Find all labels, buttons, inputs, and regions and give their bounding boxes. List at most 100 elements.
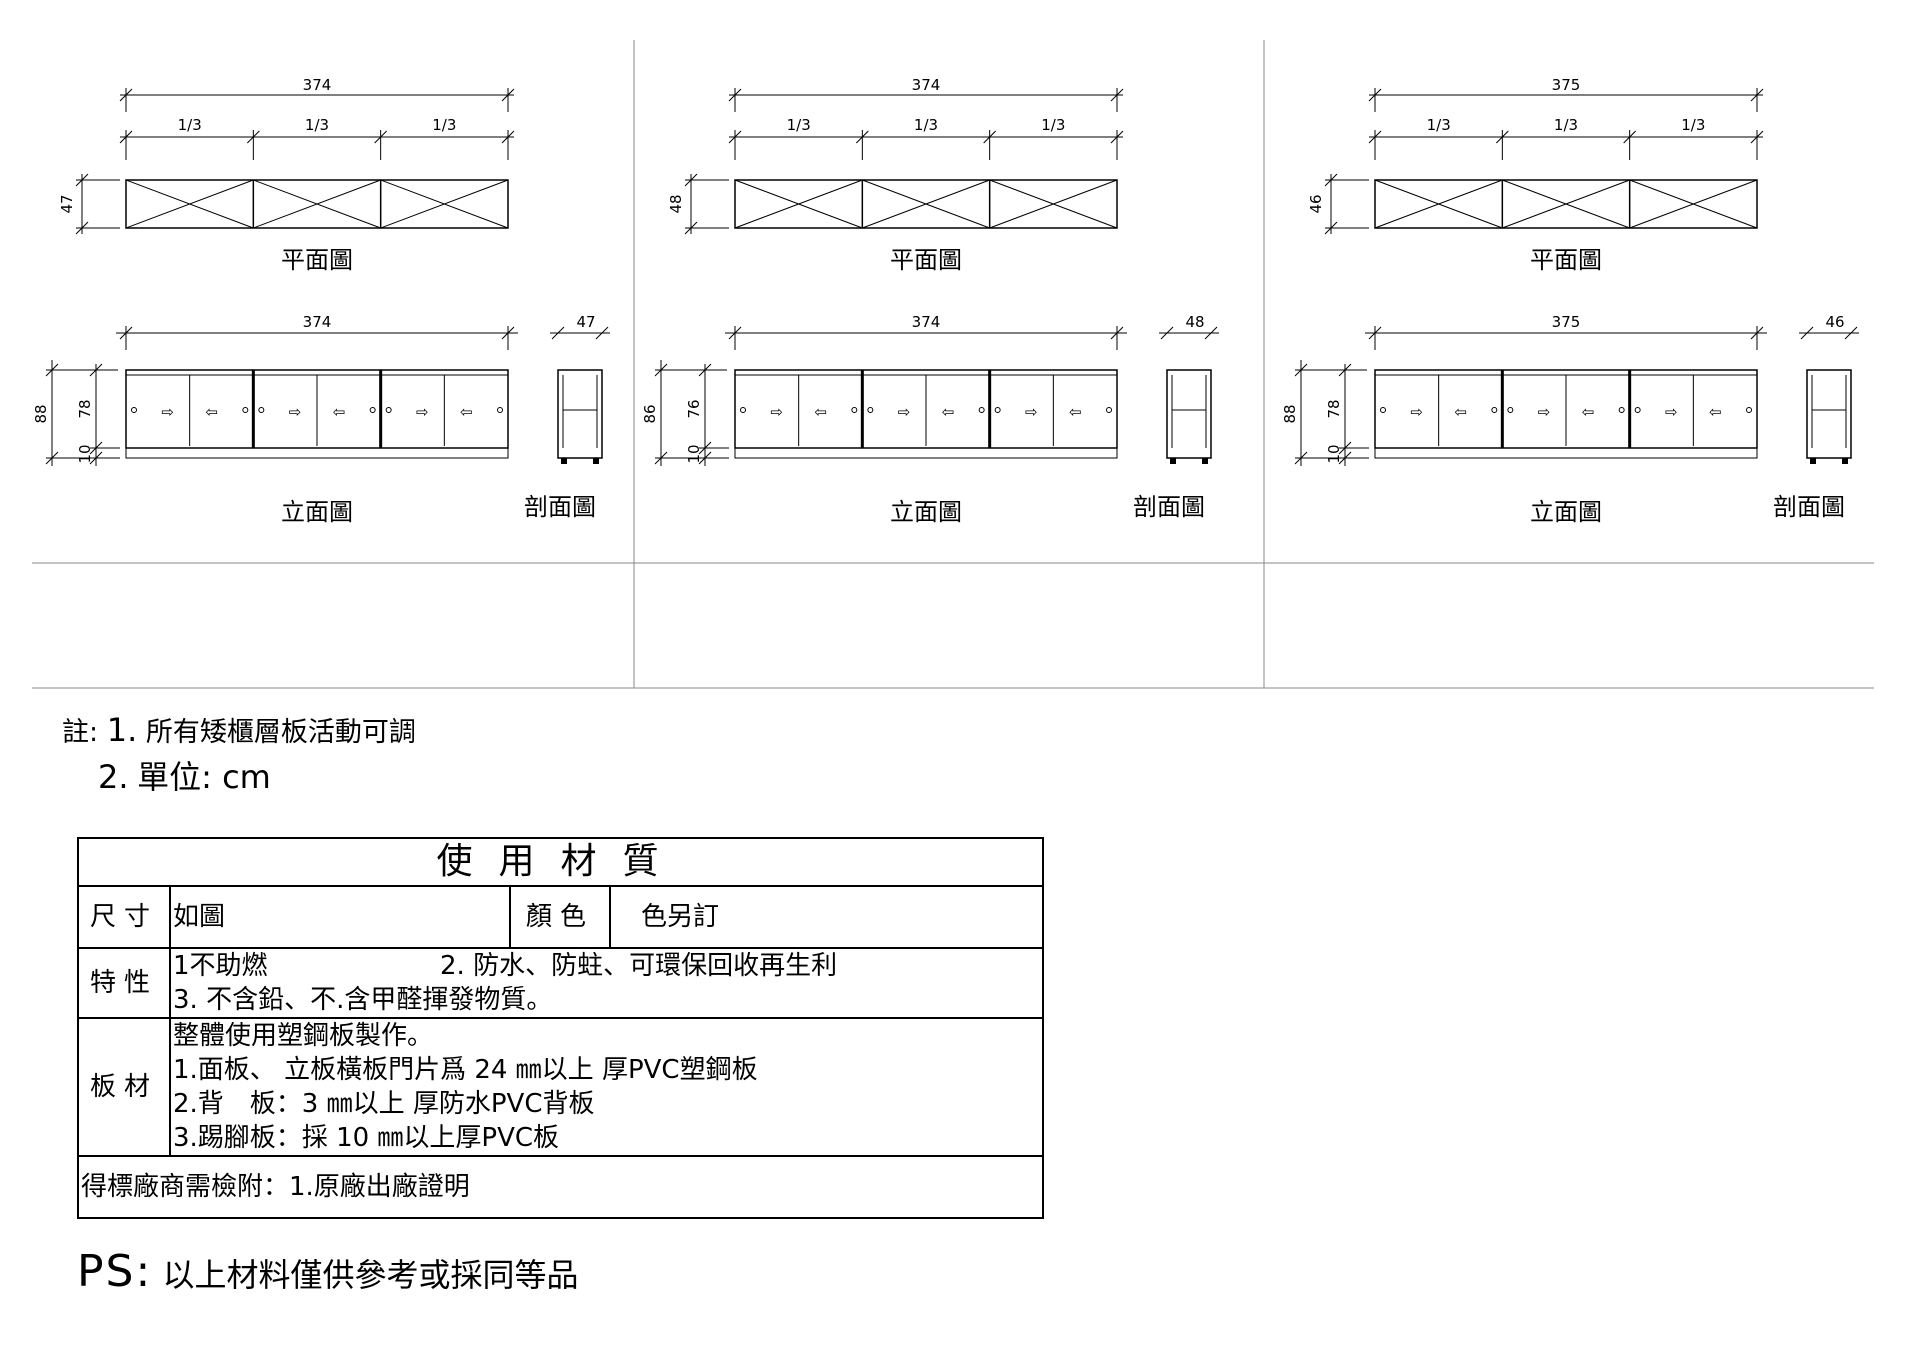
arrow-right-icon: ⇨ [289,403,302,421]
elevation-width-label: 374 [912,313,941,331]
board-line: 2.背 板：3 ㎜以上 厚防水PVC背板 [173,1089,595,1119]
plan-division-label: 1/3 [914,116,938,134]
dimension-tick [119,326,133,340]
plan-view-box [734,179,1118,229]
dimension-tick [89,451,103,465]
elevation-height-label: 86 [641,404,659,423]
dimension-tick [119,130,133,144]
ps-note: PS: 以上材料僅供參考或採同等品 [77,1246,578,1297]
dimension-tick [501,326,515,340]
door-handle-icon [385,407,392,413]
door-handle-icon [131,407,137,413]
dimension-tick [1294,363,1308,377]
plan-cross [989,179,1118,229]
section-foot [1202,458,1208,464]
door-handle-icon [867,407,874,413]
dimension-tick [1368,130,1382,144]
plan-cross [125,179,254,229]
dimension-tick [1110,88,1124,102]
plan-division-label: 1/3 [305,116,329,134]
arrow-right-icon: ⇨ [770,403,783,421]
door-handle-icon [851,407,858,413]
door-handle-icon [1380,407,1386,413]
color-label: 顏色 [509,885,611,949]
section-depth-label: 46 [1825,313,1844,331]
note-2: 2. 單位: cm [62,755,416,802]
plan-view-box [125,179,509,229]
elevation-body-height-label: 78 [1325,399,1343,418]
dimension-tick [654,363,668,377]
size-value: 如圖 [169,885,511,949]
spec-footer: 得標廠商需檢附：1.原廠出廠證明 [77,1155,1044,1219]
dimension-tick [1110,130,1124,144]
door-handle-icon [994,407,1001,413]
plan-cross [1502,179,1630,229]
note-1-text: 所有矮櫃層板活動可調 [145,717,416,748]
property-label: 特性 [77,947,171,1019]
dimension-tick [1623,130,1637,144]
dimension-tick [89,441,103,455]
size-label: 尺寸 [77,885,171,949]
dimension-tick [75,173,89,187]
drawing-grid-lines [32,40,1874,689]
arrow-right-icon: ⇨ [898,403,911,421]
dimension-tick [1204,326,1218,340]
dimension-tick [698,363,712,377]
board-label: 板材 [77,1017,171,1157]
elevation-width-label: 375 [1552,313,1581,331]
door-handle-icon [1618,407,1625,413]
door-handle-icon [1491,407,1498,413]
dimension-tick [1750,326,1764,340]
arrow-right-icon: ⇨ [1538,403,1551,421]
section-foot [561,458,567,464]
plan-cross [1629,179,1758,229]
dimension-tick [728,326,742,340]
dimension-tick [1844,326,1858,340]
arrow-left-icon: ⇦ [1069,403,1082,421]
property-line-1b: 2. 防水、防蛀、可環保回收再生利 [440,951,838,981]
ps-text: 以上材料僅供參考或採同等品 [162,1256,579,1294]
notes: 註: 1. 所有矮櫃層板活動可調 2. 單位: cm [62,708,416,802]
section-title: 剖面圖 [524,493,596,521]
dimension-tick [119,88,133,102]
dimension-tick [684,221,698,235]
dimension-tick [1495,130,1509,144]
arrow-left-icon: ⇦ [814,403,827,421]
door-handle-icon [1106,407,1112,413]
board-values: 整體使用塑鋼板製作。 1.面板、 立板橫板門片爲 24 ㎜以上 厚PVC塑鋼板 … [169,1017,1044,1157]
dimension-tick [698,441,712,455]
color-value: 色另訂 [609,885,1044,949]
arrow-left-icon: ⇦ [333,403,346,421]
note-1: 註: 1. 所有矮櫃層板活動可調 [62,708,416,755]
plan-total-width-label: 374 [303,76,332,94]
dimension-tick [595,326,609,340]
plan-depth-label: 48 [667,194,685,213]
elevation-title: 立面圖 [281,498,353,526]
dimension-tick [728,88,742,102]
plan-depth-label: 47 [58,194,76,213]
section-foot [593,458,599,464]
plan-total-width-label: 374 [912,76,941,94]
section-depth-label: 48 [1185,313,1204,331]
property-line-2: 3. 不含鉛、不.含甲醛揮發物質。 [173,985,553,1015]
plan-division-label: 1/3 [432,116,456,134]
section-box [1806,369,1852,459]
door-handle-icon [369,407,376,413]
dimension-tick [1110,326,1124,340]
dimension-tick [1800,326,1814,340]
elevation-title: 立面圖 [1530,498,1602,526]
dimension-tick [1294,451,1308,465]
door-handle-icon [1507,407,1514,413]
elevation-base-height-label: 10 [685,444,703,463]
plan-view-title: 平面圖 [1530,246,1602,274]
dimension-tick [374,130,388,144]
board-line: 3.踢腳板：採 10 ㎜以上厚PVC板 [173,1123,560,1153]
arrow-left-icon: ⇦ [942,403,955,421]
dimension-tick [654,451,668,465]
plan-division-label: 1/3 [787,116,811,134]
